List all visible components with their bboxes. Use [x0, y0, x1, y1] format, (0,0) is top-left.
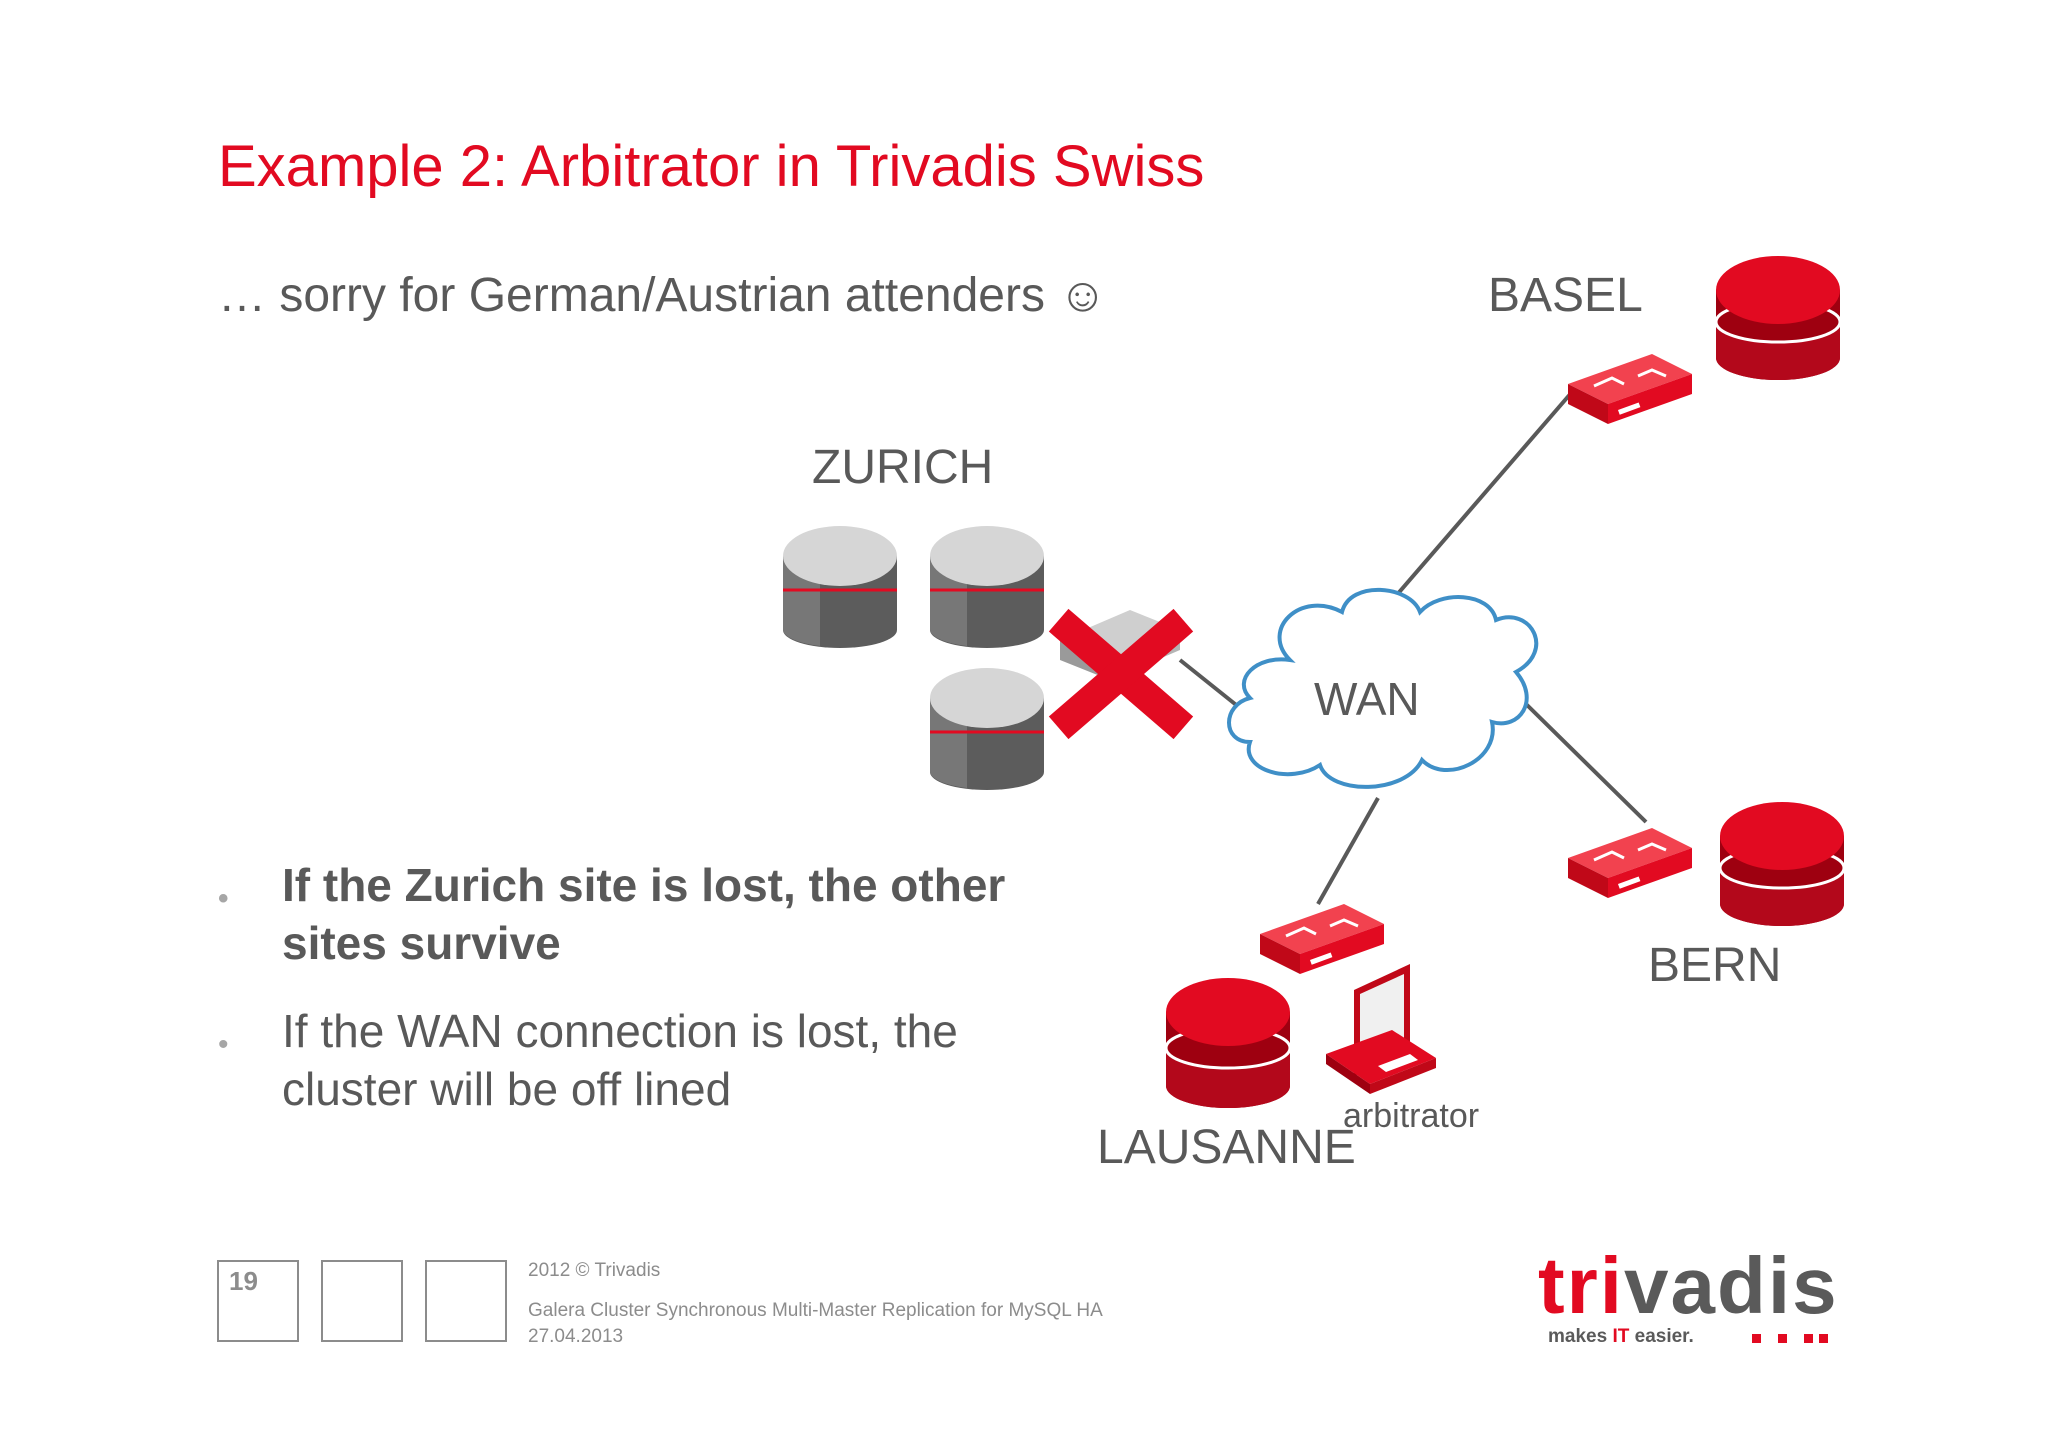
zurich-db-3: [930, 668, 1044, 790]
footer-copyright: 2012 © Trivadis: [528, 1260, 661, 1281]
bullet-dot: •: [218, 882, 229, 915]
link-lausanne: [1316, 797, 1380, 905]
bullet-list: • If the Zurich site is lost, the other …: [218, 856, 1078, 1148]
logo-tagline: makes IT easier.: [1548, 1326, 1694, 1348]
page-number: 19: [229, 1266, 258, 1296]
link-basel: [1380, 390, 1574, 614]
site-label-zurich: ZURICH: [812, 441, 994, 494]
bullet-text: If the WAN connection is lost, the clust…: [282, 1005, 958, 1115]
trivadis-logo: trivadis: [1538, 1240, 1839, 1332]
logo-word-prefix: tri: [1538, 1241, 1624, 1330]
footer-description: Galera Cluster Synchronous Multi-Master …: [528, 1300, 1103, 1321]
link-zurich: [1178, 658, 1242, 710]
zurich-db-1: [783, 526, 897, 648]
logo-tagline-prefix: makes: [1548, 1326, 1613, 1347]
footer-box: [425, 1260, 507, 1342]
logo-word-suffix: vadis: [1624, 1241, 1839, 1330]
arbitrator-computer-icon: [1326, 964, 1436, 1094]
basel-db: [1714, 256, 1842, 380]
zurich-router: [1060, 610, 1180, 680]
arbitrator-label: arbitrator: [1343, 1097, 1480, 1135]
failure-cross-icon: [1048, 608, 1194, 740]
site-label-lausanne: LAUSANNE: [1097, 1121, 1356, 1174]
logo-tagline-highlight: IT: [1612, 1326, 1630, 1347]
logo-dot: [1819, 1334, 1828, 1343]
bern-router: [1566, 826, 1694, 900]
lausanne-router: [1258, 902, 1386, 976]
page-number-box: 19: [217, 1260, 299, 1342]
slide-title: Example 2: Arbitrator in Trivadis Swiss: [218, 134, 1205, 199]
bullet-dot: •: [218, 1028, 229, 1061]
site-label-bern: BERN: [1648, 939, 1782, 992]
logo-dot: [1778, 1334, 1787, 1343]
zurich-db-2: [930, 526, 1044, 648]
logo-dot: [1804, 1334, 1813, 1343]
site-label-basel: BASEL: [1488, 269, 1643, 322]
bullet-item: • If the Zurich site is lost, the other …: [218, 856, 1078, 972]
footer-date: 27.04.2013: [528, 1326, 624, 1347]
logo-dot: [1752, 1334, 1761, 1343]
logo-tagline-suffix: easier.: [1629, 1326, 1694, 1347]
bullet-item: • If the WAN connection is lost, the clu…: [218, 1002, 1078, 1118]
slide-subtitle: … sorry for German/Austrian attenders ☺: [218, 269, 1108, 322]
link-bern: [1524, 702, 1648, 824]
footer-box: [321, 1260, 403, 1342]
bullet-text: If the Zurich site is lost, the other si…: [282, 859, 1006, 969]
wan-label: WAN: [1314, 673, 1420, 725]
basel-router: [1566, 352, 1694, 426]
bern-db: [1718, 802, 1846, 926]
lausanne-db: [1164, 978, 1292, 1108]
